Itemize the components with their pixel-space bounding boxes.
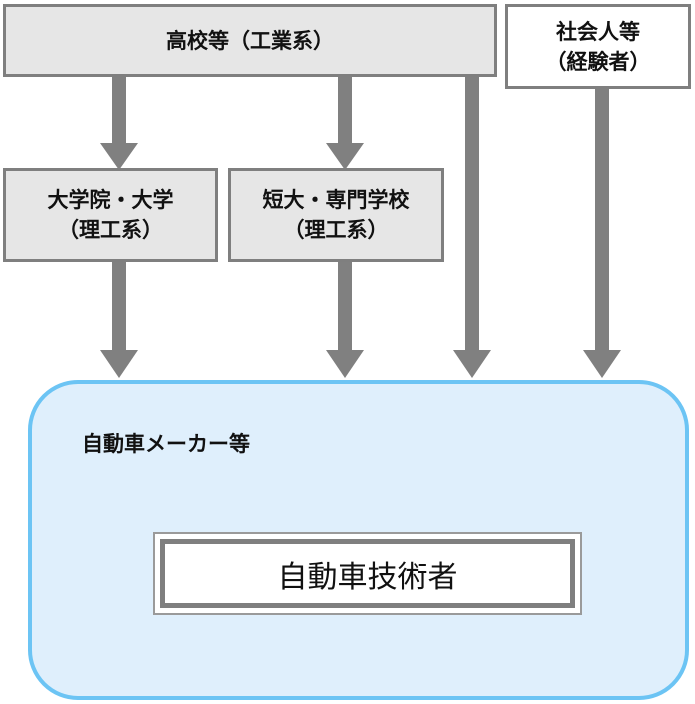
node-highschool-label: 高校等（工業系） xyxy=(166,28,334,53)
node-college-line1: 短大・専門学校 xyxy=(262,188,410,212)
region-automaker-label: 自動車メーカー等 xyxy=(82,432,250,456)
arrow-university-to-automaker xyxy=(100,262,138,378)
node-society-line1: 社会人等 xyxy=(556,19,640,44)
node-society-line2: （経験者） xyxy=(545,49,651,74)
node-society: 社会人等 （経験者） xyxy=(505,4,691,89)
arrow-highschool-to-automaker xyxy=(453,77,491,378)
node-engineer: 自動車技術者 xyxy=(153,532,582,615)
node-highschool: 高校等（工業系） xyxy=(3,4,497,77)
arrow-society-to-automaker xyxy=(583,89,621,378)
node-university: 大学院・大学 （理工系） xyxy=(3,168,218,262)
node-college-line2: （理工系） xyxy=(283,218,389,242)
node-college: 短大・専門学校 （理工系） xyxy=(228,168,444,262)
arrow-highschool-to-university xyxy=(100,77,138,170)
arrow-college-to-automaker xyxy=(326,262,364,378)
arrow-highschool-to-college xyxy=(326,77,364,170)
node-university-line2: （理工系） xyxy=(58,218,163,242)
node-university-line1: 大学院・大学 xyxy=(47,188,174,212)
node-engineer-label: 自動車技術者 xyxy=(160,539,575,608)
